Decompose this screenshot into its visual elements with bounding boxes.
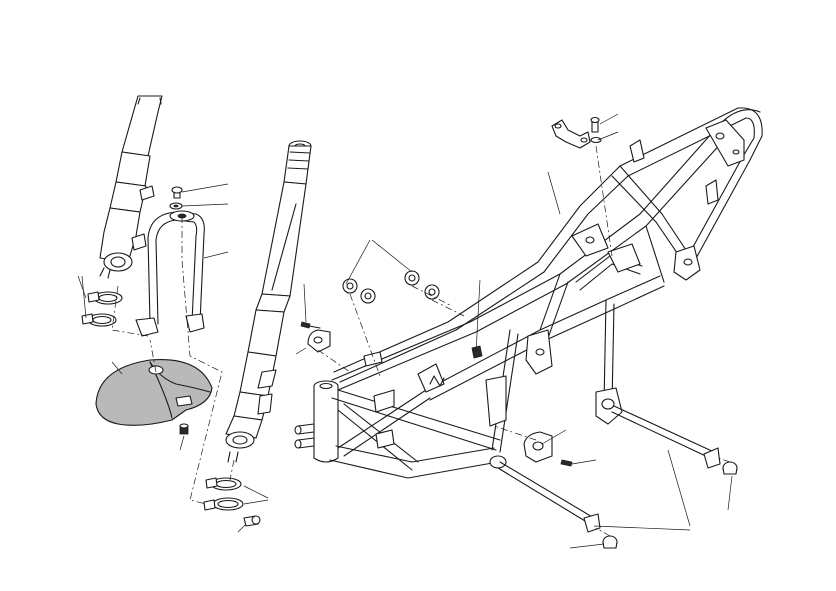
rubber-bushings bbox=[342, 270, 440, 304]
frame-rivet bbox=[471, 345, 483, 359]
fender-brace bbox=[135, 210, 205, 337]
steering-stop-block bbox=[307, 329, 331, 353]
leader-lines bbox=[77, 113, 733, 549]
long-bolt-rear bbox=[611, 405, 721, 469]
brace-screw bbox=[169, 186, 183, 210]
right-fork-leg bbox=[225, 140, 312, 463]
right-clamp-lower bbox=[203, 497, 244, 511]
long-bolt-front bbox=[497, 461, 601, 533]
main-frame bbox=[294, 107, 763, 479]
left-clamp-lower bbox=[81, 313, 117, 327]
fender-screw bbox=[179, 423, 189, 435]
cap-nut-rear bbox=[722, 461, 738, 475]
bracket-screw bbox=[560, 459, 573, 467]
axle-bolt bbox=[243, 515, 261, 527]
small-screw bbox=[300, 321, 321, 329]
cap-nut-front bbox=[602, 535, 618, 549]
left-fork-leg bbox=[99, 95, 163, 279]
top-screw bbox=[590, 116, 602, 144]
front-fender bbox=[95, 359, 213, 426]
engine-mount-bracket bbox=[523, 431, 553, 463]
top-bracket bbox=[551, 119, 591, 149]
left-clamp-upper bbox=[87, 291, 123, 305]
right-clamp-upper bbox=[205, 477, 242, 491]
assembly-axes bbox=[111, 145, 731, 537]
